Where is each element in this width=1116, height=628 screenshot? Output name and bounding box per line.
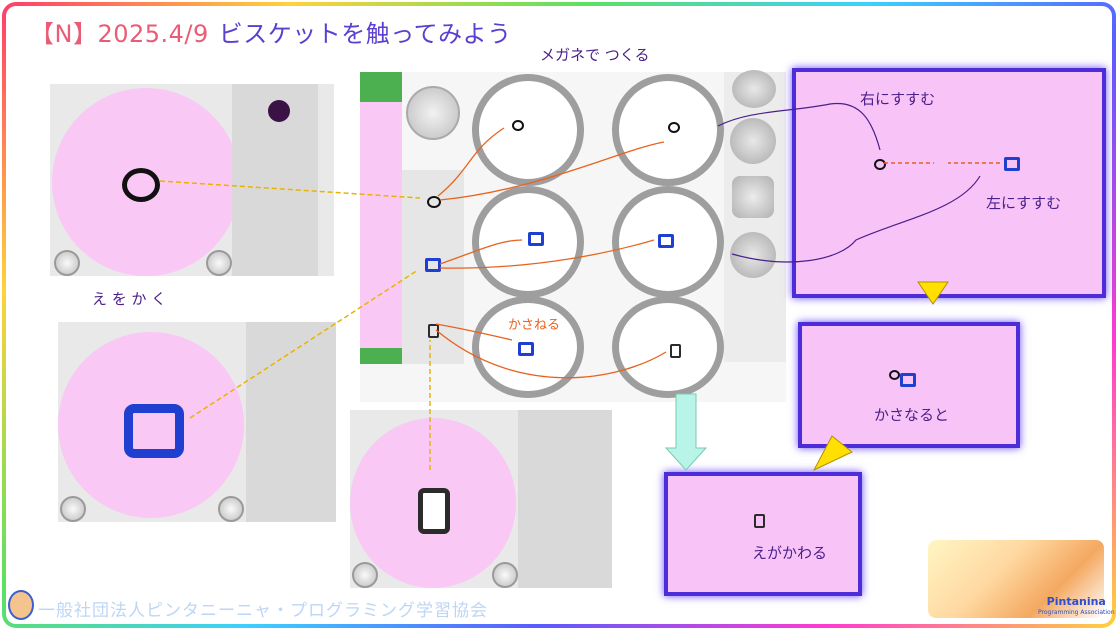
note-overlap: かさなると [874, 406, 950, 424]
ok-button[interactable] [60, 496, 86, 522]
drawn-square [124, 404, 184, 458]
color-palette[interactable] [246, 322, 336, 522]
stamp-square[interactable] [425, 258, 441, 272]
overlap-square [900, 373, 916, 387]
back-button[interactable] [206, 250, 232, 276]
footer-logo: Pintanina Programming Association [1038, 596, 1115, 618]
overlap-circle [889, 370, 900, 380]
purple-arrow [717, 102, 881, 151]
lens-square-overlap [518, 342, 534, 356]
logo-name: Pintanina [1046, 595, 1106, 608]
orange-arrow [437, 127, 505, 197]
down-arrow-icon [664, 393, 708, 471]
note-changes: えがかわる [752, 544, 828, 562]
orange-arrow [435, 329, 667, 379]
result-circle [874, 159, 886, 170]
lens-circle-right [668, 122, 680, 133]
page-title: 【N】2025.4/9 ビスケットを触ってみよう [30, 14, 512, 49]
color-palette[interactable] [518, 410, 612, 588]
note-move-right: 右にすすむ [860, 90, 936, 108]
note-move-left: 左にすすむ [986, 194, 1062, 212]
title-subtitle: ビスケットを触ってみよう [218, 20, 512, 48]
ok-button[interactable] [54, 250, 80, 276]
down-arrow-icon [812, 435, 853, 472]
pen-size-picker[interactable] [268, 100, 290, 122]
stamp-button[interactable] [732, 176, 774, 218]
result-change [664, 472, 862, 596]
note-draw: え を か く [92, 290, 167, 308]
down-arrow-icon [917, 281, 949, 305]
title-date: 【N】2025.4/9 [30, 20, 209, 48]
result-move [792, 68, 1106, 298]
glasses-left-lens [472, 74, 584, 186]
lens-circle [512, 120, 524, 131]
orange-arrow [435, 323, 513, 341]
purple-arrow [731, 175, 981, 263]
glasses-right-lens [612, 186, 724, 298]
glasses-right-lens [612, 296, 724, 398]
gear-button[interactable] [730, 118, 776, 164]
logo-sub: Programming Association [1038, 609, 1115, 616]
glasses-row-3[interactable] [472, 296, 724, 398]
ok-button[interactable] [352, 562, 378, 588]
draw-panel-character [350, 410, 612, 588]
drag-arrow-circle [159, 180, 421, 199]
editor-left-bar [360, 72, 402, 364]
lens-square [528, 232, 544, 246]
draw-panel-circle [50, 84, 334, 276]
result-overlap [798, 322, 1020, 448]
lens-character [670, 344, 681, 358]
draw-panel-square [58, 322, 336, 522]
orange-arrow [439, 141, 665, 201]
footer-logo-art [928, 540, 1104, 618]
close-button[interactable] [732, 70, 776, 108]
drawing-canvas[interactable] [58, 332, 244, 518]
glasses-row-2[interactable] [472, 186, 724, 298]
mascot-icon [8, 590, 34, 620]
glasses-left-lens [472, 296, 584, 398]
back-button[interactable] [492, 562, 518, 588]
drag-arrow-square [189, 269, 419, 419]
glasses-editor [360, 70, 786, 402]
orange-arrow [439, 239, 523, 265]
drawn-circle [122, 168, 160, 202]
back-button[interactable] [218, 496, 244, 522]
pencil-button[interactable] [406, 86, 460, 140]
note-glasses: メガネで つくる [540, 46, 650, 64]
footer-organization: 一般社団法人ピンタニーニャ・プログラミング学習協会 [38, 601, 488, 621]
orange-arrow [439, 239, 655, 269]
changed-character [754, 514, 765, 528]
lens-square-right [658, 234, 674, 248]
drawn-character [418, 488, 450, 534]
note-overlap-orange: かさねる [508, 318, 561, 333]
result-square [1004, 157, 1020, 171]
stamp-circle[interactable] [427, 196, 441, 208]
